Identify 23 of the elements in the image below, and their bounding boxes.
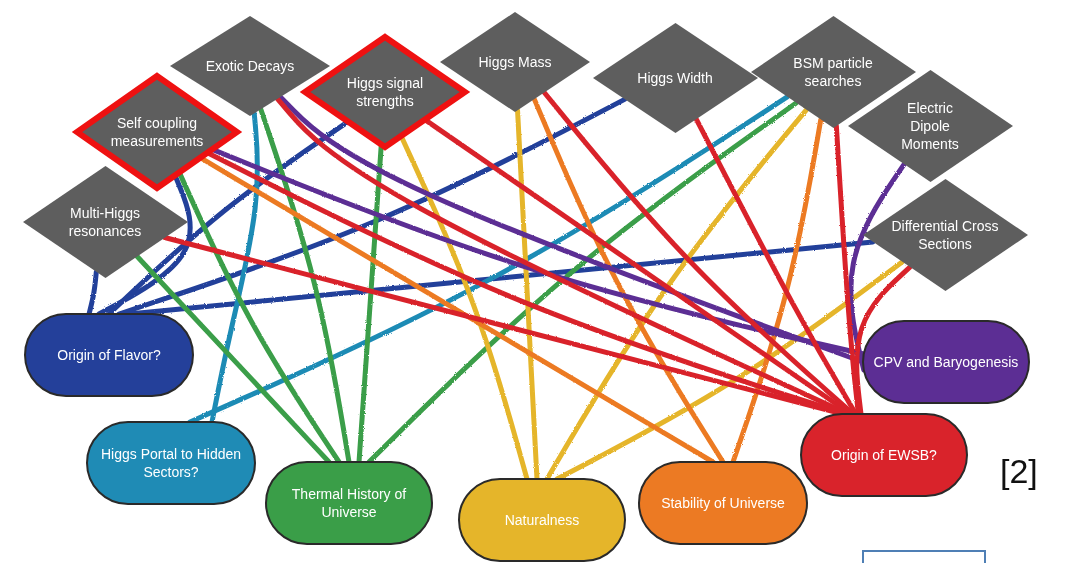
citation-number: [2] bbox=[1000, 452, 1038, 491]
node-label: Stability of Universe bbox=[661, 493, 785, 513]
node-label: Thermal History of Universe bbox=[290, 484, 408, 522]
node-label: Higgs signal strengths bbox=[345, 73, 425, 111]
rounded-box bbox=[24, 313, 194, 397]
node-label: Exotic Decays bbox=[205, 56, 295, 76]
node-label: BSM particle searches bbox=[792, 53, 874, 91]
node-label: Naturalness bbox=[504, 510, 580, 530]
node-label: Origin of Flavor? bbox=[57, 345, 161, 365]
rounded-box bbox=[862, 320, 1030, 404]
node-label: Origin of EWSB? bbox=[831, 445, 937, 465]
node-label: Higgs Portal to Hidden Sectors? bbox=[99, 444, 243, 482]
node-label: Multi-Higgs resonances bbox=[67, 203, 143, 241]
rounded-box bbox=[638, 461, 808, 545]
node-label: Electric Dipole Moments bbox=[900, 98, 960, 154]
node-label: CPV and Baryogenesis bbox=[873, 352, 1019, 372]
node-label: Higgs Mass bbox=[478, 52, 552, 72]
node-label: Differential Cross Sections bbox=[890, 216, 1000, 254]
rounded-box bbox=[800, 413, 968, 497]
node-label: Self coupling measurements bbox=[109, 113, 205, 151]
node-label: Higgs Width bbox=[637, 68, 713, 88]
empty-box bbox=[862, 550, 986, 563]
connector-line bbox=[848, 161, 907, 373]
